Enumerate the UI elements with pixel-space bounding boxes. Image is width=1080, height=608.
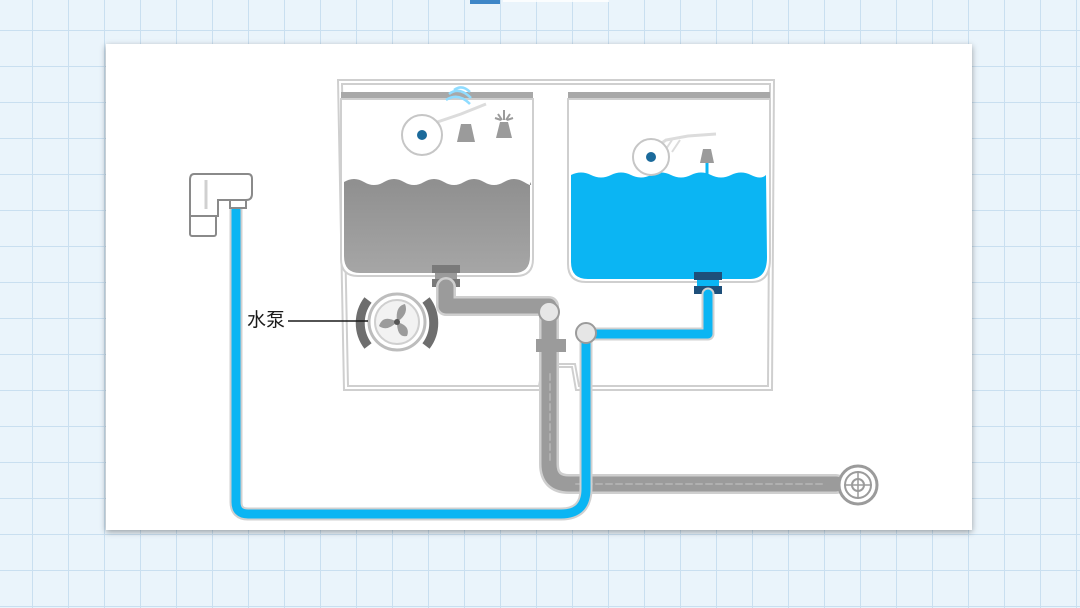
brush-roller-icon [401, 102, 487, 156]
water-system-diagram [189, 79, 879, 521]
clean-water-level [571, 172, 767, 279]
clean-water-tank [567, 98, 771, 283]
top-tab-line [503, 0, 609, 2]
pump-label: 水泵 [247, 309, 286, 331]
waste-water-pipe [436, 277, 846, 494]
diagram-card: 水泵 [106, 44, 972, 530]
waste-pipe-elbow [538, 301, 560, 323]
pipe-junction [536, 339, 566, 352]
clean-water-pipe [229, 203, 715, 521]
clean-tank-roller-icon [632, 132, 717, 176]
floor-drain-icon [837, 464, 879, 506]
clean-pipe-elbow [575, 322, 597, 344]
clean-tank-lid [568, 92, 770, 99]
pump-icon [355, 292, 439, 352]
spray-nozzle-icon [445, 86, 514, 142]
top-tab-indicator [470, 0, 500, 4]
faucet-icon [189, 173, 253, 237]
dirty-water-level [344, 179, 532, 273]
dirty-tank-lid [341, 92, 533, 99]
dirty-water-tank [340, 98, 534, 277]
